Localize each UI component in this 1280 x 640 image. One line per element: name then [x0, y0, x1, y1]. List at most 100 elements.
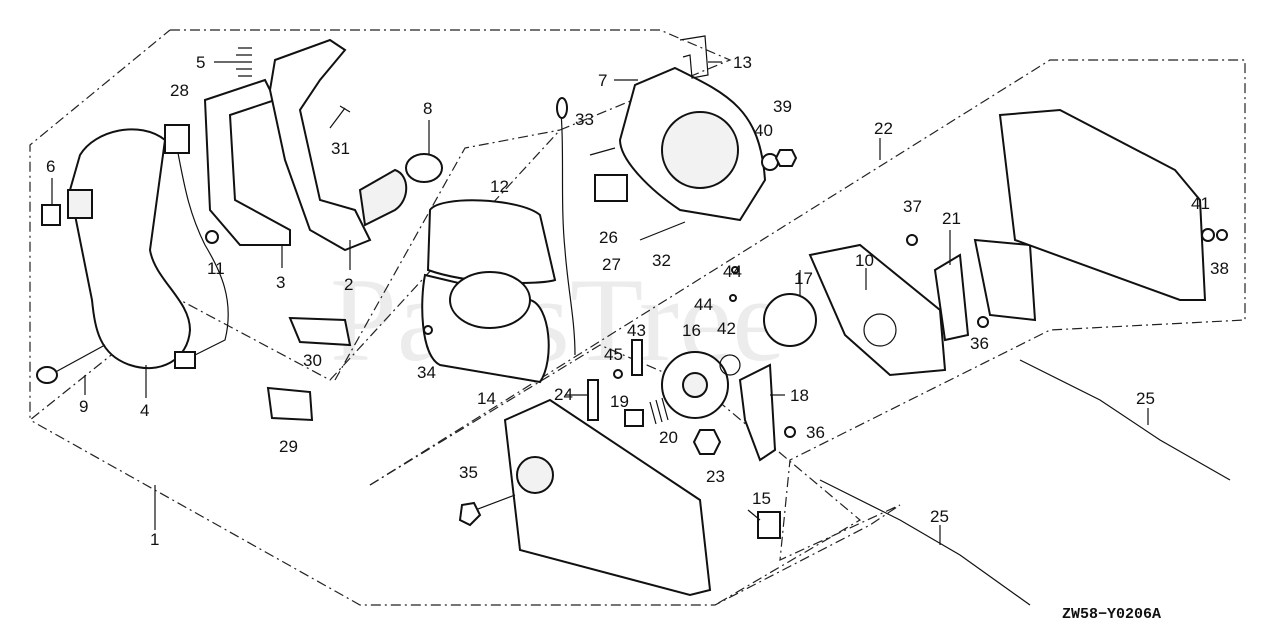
callout-19: 19 [610, 392, 629, 411]
part-36b-screw [784, 426, 796, 438]
part-25b-cable [819, 479, 1031, 606]
callout-8: 8 [423, 99, 432, 118]
part-main-housing-bore [516, 456, 554, 494]
callout-6: 6 [46, 157, 55, 176]
callout-35: 35 [459, 463, 478, 482]
outline-assembly-22 [29, 59, 1246, 606]
callout-42: 42 [717, 319, 736, 338]
callout-10: 10 [855, 251, 874, 270]
part-34-clip [423, 325, 433, 335]
callout-45: 45 [604, 345, 623, 364]
part-36a-screw [977, 316, 989, 328]
callout-4: 4 [140, 401, 149, 420]
callout-7: 7 [598, 71, 607, 90]
callout-36b: 36 [806, 423, 825, 442]
callout-18: 18 [790, 386, 809, 405]
part-28-wire [177, 152, 229, 361]
callout-13: 13 [733, 53, 752, 72]
callout-22: 22 [874, 119, 893, 138]
callout-44b: 44 [694, 295, 713, 314]
part-43-pin [631, 339, 643, 376]
part-21b-bracket [973, 238, 1037, 322]
part-11-clip [205, 230, 219, 244]
leader-15 [747, 509, 761, 521]
part-44b-ball [729, 294, 737, 302]
part-6-plate [41, 204, 61, 226]
part-12-cover [426, 199, 557, 284]
callout-36a: 36 [970, 334, 989, 353]
callout-29: 29 [279, 437, 298, 456]
callout-5: 5 [196, 53, 205, 72]
callout-15: 15 [752, 489, 771, 508]
callout-26: 26 [599, 228, 618, 247]
callout-14: 14 [477, 389, 496, 408]
part-10-bracket [808, 243, 947, 377]
part-41-washer [1201, 228, 1215, 242]
callout-11: 11 [207, 259, 225, 278]
part-9-pin-head [36, 366, 58, 384]
part-9-pin [49, 344, 106, 376]
callout-20: 20 [659, 428, 678, 447]
part-28-connector [174, 351, 196, 369]
part-19-plunger [624, 409, 644, 427]
part-10-hole [863, 313, 897, 347]
callout-12: 12 [490, 177, 509, 196]
callout-17: 17 [794, 269, 813, 288]
part-39-nut [774, 149, 798, 167]
part-33-screw [589, 147, 616, 156]
callout-38: 38 [1210, 259, 1229, 278]
callout-24: 24 [554, 385, 573, 404]
callout-34: 34 [417, 363, 436, 382]
part-44a-ball [731, 266, 739, 274]
part-4-grip [68, 128, 192, 370]
part-42-clip [719, 354, 741, 376]
callout-1: 1 [150, 530, 159, 549]
callout-43: 43 [627, 321, 646, 340]
part-35-bolt-head [458, 501, 482, 527]
callout-25a: 25 [1136, 389, 1155, 408]
callout-3: 3 [276, 273, 285, 292]
part-2-hub [358, 168, 408, 227]
part-22-cover-plate [998, 108, 1207, 301]
callout-30: 30 [303, 351, 322, 370]
part-17-gear [763, 293, 817, 347]
callout-32: 32 [652, 251, 671, 270]
part-30-label [288, 316, 352, 347]
part-38-screw [1216, 229, 1228, 241]
part-27-wire [559, 99, 576, 356]
callout-44a: 44 [723, 262, 742, 281]
part-main-housing [503, 398, 712, 597]
part-37-screw [906, 234, 918, 246]
part-18-lever [738, 363, 777, 462]
callout-25b: 25 [930, 507, 949, 526]
callout-33: 33 [575, 110, 594, 129]
callout-2: 2 [344, 275, 353, 294]
diagram-reference-code: ZW58−Y0206A [1062, 606, 1161, 623]
parts-artwork [36, 35, 1231, 606]
callout-9: 9 [79, 397, 88, 416]
part-24-pin [587, 379, 599, 421]
callout-37: 37 [903, 197, 922, 216]
callout-31: 31 [331, 139, 350, 158]
part-40-washer [761, 153, 779, 171]
part-31-screw [329, 105, 351, 129]
part-21-plate [933, 253, 970, 342]
callout-23: 23 [706, 467, 725, 486]
part-12-opening [449, 271, 531, 329]
part-16-cam-hub [682, 372, 708, 398]
part-4-switch-window [67, 189, 93, 219]
part-32-screw [639, 221, 686, 241]
part-8-collar [405, 153, 443, 183]
part-27-end [556, 97, 568, 119]
part-26-block [594, 174, 628, 202]
part-29-label [266, 386, 314, 422]
part-45-ball [613, 369, 623, 379]
callout-labels: 1 2 3 4 5 6 7 8 9 10 11 12 13 14 15 16 1… [46, 53, 1229, 549]
part-2-lever [268, 38, 372, 252]
part-15-cap [757, 511, 781, 539]
callout-39: 39 [773, 97, 792, 116]
leader-lines [51, 61, 1149, 545]
callout-21: 21 [942, 209, 961, 228]
part-5-spring [236, 47, 252, 77]
part-13-clip [679, 35, 709, 79]
